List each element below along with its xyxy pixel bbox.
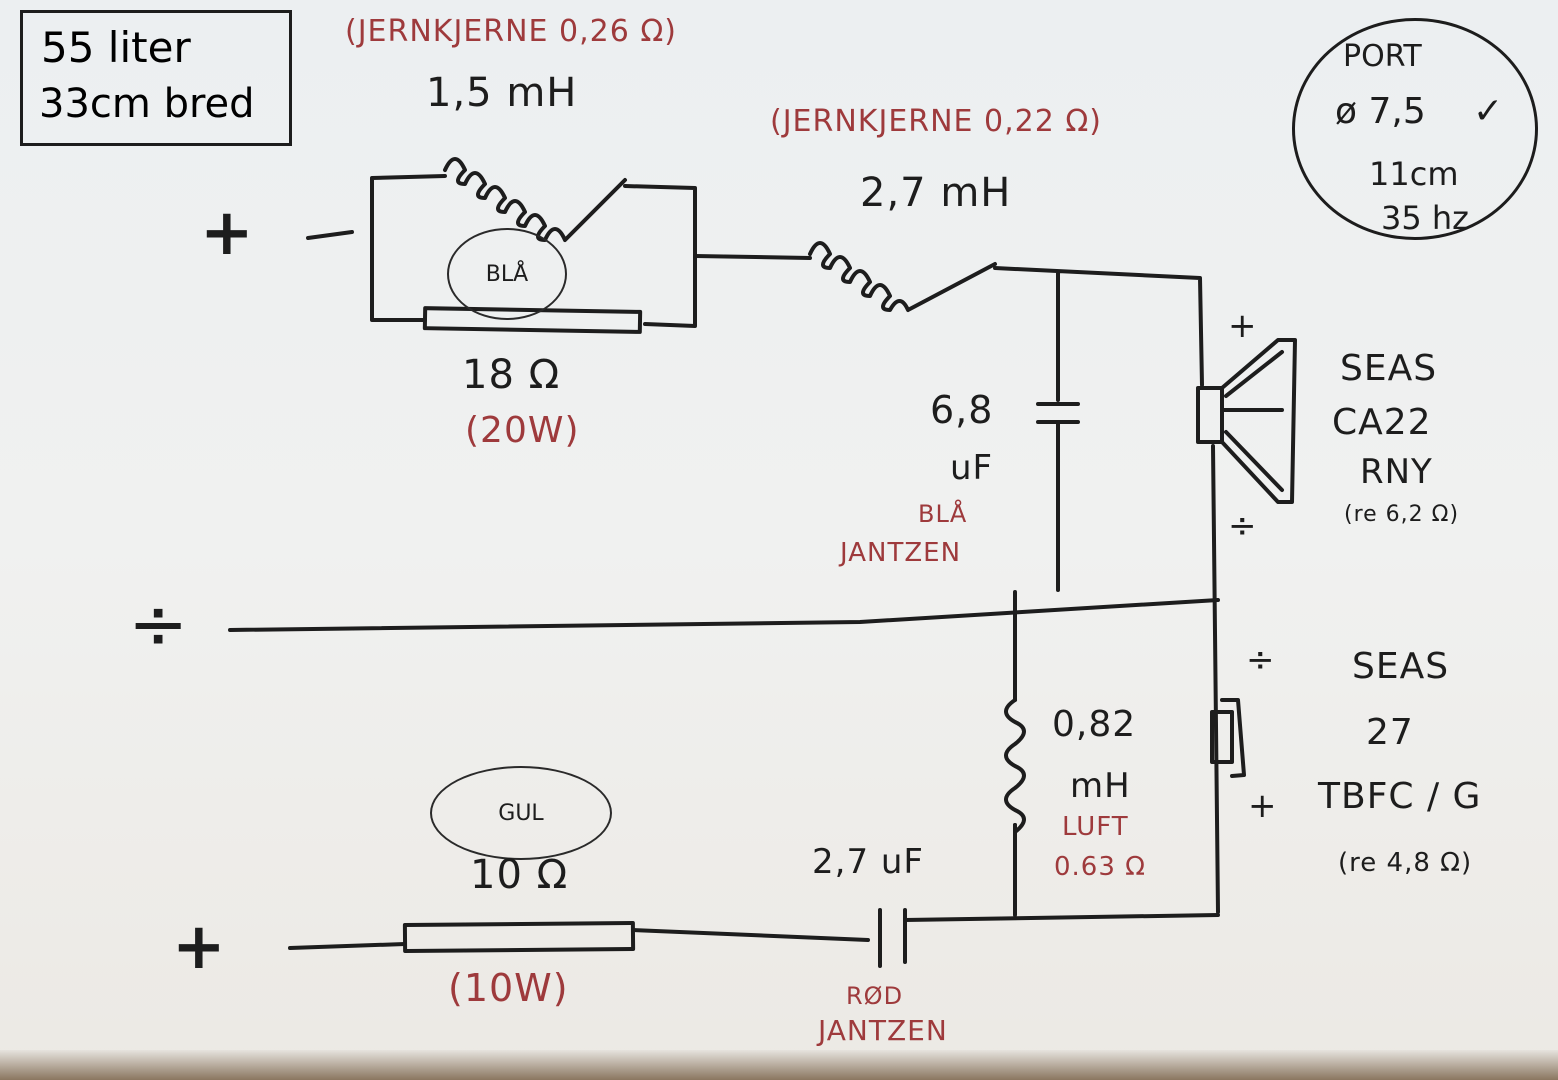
tweeter-minus: ÷	[1246, 640, 1276, 680]
port-label: PORT	[1343, 39, 1422, 74]
woofer-plus: +	[1228, 306, 1258, 346]
woofer-re: (re 6,2 Ω)	[1344, 502, 1460, 527]
l2-note: (JERNKJERNE 0,22 Ω)	[770, 104, 1103, 139]
capacitor-c2	[878, 908, 907, 968]
l3-note-line1: LUFT	[1062, 812, 1129, 842]
c1-note-line2: JANTZEN	[840, 538, 962, 568]
l3-value-line1: 0,82	[1052, 704, 1137, 745]
capacitor-c1	[1036, 402, 1080, 592]
ground-rail	[228, 598, 1220, 632]
tweeter-re: (re 4,8 Ω)	[1338, 848, 1473, 878]
tweeter-plus: +	[1248, 786, 1278, 826]
c2-note-line2: JANTZEN	[818, 1014, 948, 1047]
check-icon: ✓	[1473, 91, 1504, 132]
wire-to-l2	[693, 254, 812, 260]
tweeter-dome	[1220, 698, 1246, 778]
resistor-r2	[402, 921, 636, 954]
r2-color-tag: GUL	[430, 766, 612, 860]
wire-woofer-minus	[1211, 444, 1220, 914]
cabinet-width: 33cm bred	[39, 81, 255, 127]
woofer-input-plus: +	[200, 196, 255, 270]
c1-note-line1: BLÅ	[918, 500, 968, 528]
port-length: 11cm	[1369, 155, 1459, 193]
wire-r2-c2	[631, 928, 870, 942]
wire-input-minus	[306, 230, 354, 240]
wire-l3-bottom	[903, 823, 1220, 922]
paper-edge	[0, 1050, 1558, 1080]
c1-value-line2: uF	[950, 448, 994, 488]
port-note-circle: PORT ø 7,5 ✓ 11cm 35 hz	[1292, 18, 1538, 240]
cabinet-note-box: 55 liter 33cm bred	[20, 10, 292, 146]
r2-tag-text: GUL	[498, 800, 544, 826]
port-diameter: ø 7,5	[1335, 91, 1426, 132]
woofer-magnet	[1196, 386, 1224, 444]
inductor-l1	[443, 157, 627, 242]
woofer-minus: ÷	[1228, 506, 1258, 546]
woofer-model-line1: CA22	[1332, 402, 1432, 443]
r1-tag-text: BLÅ	[485, 261, 529, 287]
l3-value-line2: mH	[1070, 766, 1131, 806]
tweeter-model-line2: TBFC / G	[1318, 776, 1482, 817]
l3-note-line2: 0.63 Ω	[1054, 852, 1147, 882]
ground-symbol: ÷	[128, 582, 190, 666]
tweeter-model-line1: 27	[1366, 712, 1414, 753]
woofer-cone	[1220, 338, 1297, 504]
tweeter-body	[1210, 710, 1234, 764]
r1-power: (20W)	[465, 410, 580, 451]
cabinet-volume: 55 liter	[41, 23, 191, 72]
inductor-l3	[1004, 698, 1026, 834]
inductor-l2	[808, 241, 997, 312]
wire-input-plus-bottom	[288, 942, 407, 950]
r2-power: (10W)	[448, 966, 569, 1010]
l1-note: (JERNKJERNE 0,26 Ω)	[345, 14, 678, 49]
r1-color-tag: BLÅ	[447, 228, 567, 320]
r2-value: 10 Ω	[470, 852, 569, 898]
c1-value-line1: 6,8	[930, 388, 994, 432]
wire-l2-out	[993, 266, 1204, 402]
woofer-model-line2: RNY	[1360, 452, 1433, 492]
c2-value: 2,7 uF	[812, 842, 924, 882]
r1-value: 18 Ω	[462, 352, 561, 398]
woofer-brand: SEAS	[1340, 348, 1438, 389]
tweeter-brand: SEAS	[1352, 646, 1450, 687]
c2-note-line1: RØD	[846, 982, 904, 1010]
port-tuning: 35 hz	[1381, 199, 1469, 237]
tweeter-input-plus: +	[172, 910, 227, 984]
l1-value: 1,5 mH	[426, 70, 578, 116]
l2-value: 2,7 mH	[860, 170, 1012, 216]
